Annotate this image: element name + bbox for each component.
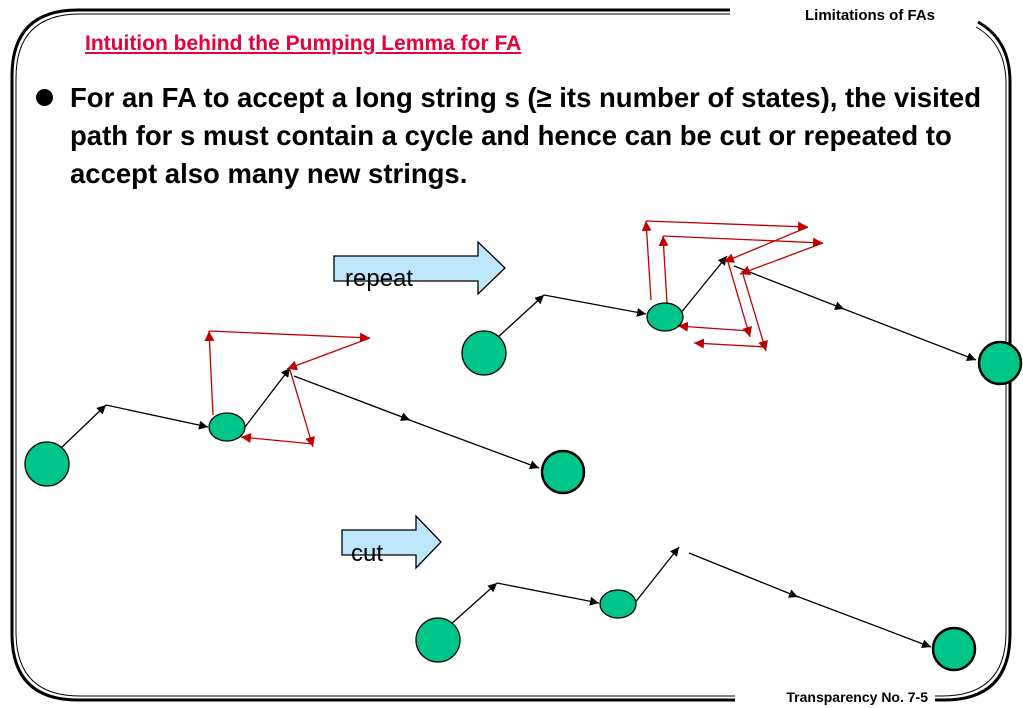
start-state bbox=[415, 617, 461, 663]
page-number: Transparency No. 7-5 bbox=[786, 689, 928, 705]
repeat-path bbox=[461, 220, 1023, 386]
cut-block-arrow bbox=[341, 514, 442, 570]
section-header: Limitations of FAs bbox=[804, 7, 935, 24]
cycle-state bbox=[646, 302, 684, 332]
start-state bbox=[461, 330, 507, 376]
bullet-icon bbox=[36, 89, 53, 106]
repeat-label: repeat bbox=[345, 265, 414, 292]
accept-state bbox=[977, 340, 1023, 386]
slide-border bbox=[10, 8, 1012, 702]
cut-label: cut bbox=[351, 540, 384, 567]
cycle-state bbox=[599, 589, 637, 619]
slide-title: Intuition behind the Pumping Lemma for F… bbox=[85, 32, 522, 55]
cut-path bbox=[415, 546, 977, 672]
repeat-block-arrow bbox=[333, 240, 506, 296]
bullet-text: For an FA to accept a long string s (≥ i… bbox=[70, 82, 982, 189]
original-path bbox=[24, 330, 586, 495]
start-state bbox=[24, 441, 70, 487]
accept-state bbox=[540, 449, 586, 495]
cycle-state bbox=[208, 412, 246, 442]
accept-state bbox=[931, 626, 977, 672]
